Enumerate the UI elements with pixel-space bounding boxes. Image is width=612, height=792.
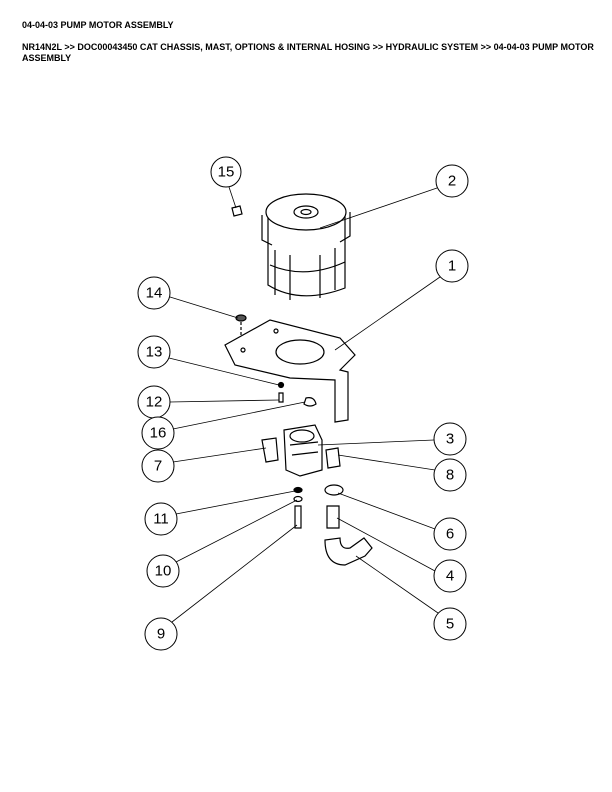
- callout-6: 6: [433, 517, 467, 551]
- bolt-drawing: [294, 505, 302, 529]
- callout-2: 2: [435, 164, 469, 198]
- svg-text:7: 7: [154, 458, 162, 475]
- callout-13: 13: [137, 335, 171, 369]
- hose-clamp-drawing: [324, 484, 344, 496]
- grommet-drawing: [235, 314, 247, 345]
- svg-text:5: 5: [446, 616, 454, 633]
- leader-lines: [168, 186, 441, 623]
- breadcrumb: NR14N2L >> DOC00043450 CAT CHASSIS, MAST…: [22, 42, 594, 63]
- svg-text:16: 16: [150, 425, 167, 442]
- page-title: 04-04-03 PUMP MOTOR ASSEMBLY: [22, 20, 174, 30]
- callout-14: 14: [137, 276, 171, 310]
- suction-hose-drawing: [324, 537, 373, 566]
- hydraulic-pump-drawing: [283, 424, 323, 477]
- svg-text:3: 3: [446, 431, 454, 448]
- callout-8: 8: [433, 458, 467, 492]
- fitting-right-drawing: [325, 447, 341, 469]
- parts-drawing: [224, 193, 373, 566]
- callout-10: 10: [146, 554, 180, 588]
- callout-5: 5: [433, 607, 467, 641]
- clip-drawing: [231, 205, 243, 217]
- svg-text:4: 4: [446, 568, 454, 585]
- svg-text:1: 1: [448, 258, 456, 275]
- callout-4: 4: [433, 559, 467, 593]
- svg-text:9: 9: [157, 626, 165, 643]
- callout-1: 1: [435, 249, 469, 283]
- pump-motor-drawing: [261, 193, 351, 300]
- svg-text:8: 8: [446, 467, 454, 484]
- svg-text:10: 10: [155, 563, 172, 580]
- svg-text:12: 12: [146, 394, 163, 411]
- adapter-drawing: [326, 505, 340, 529]
- callout-7: 7: [141, 449, 175, 483]
- mounting-bracket-drawing: [224, 319, 356, 423]
- svg-text:2: 2: [448, 173, 456, 190]
- callout-3: 3: [433, 422, 467, 456]
- svg-text:11: 11: [153, 511, 169, 528]
- callout-15: 15: [210, 156, 242, 188]
- svg-text:14: 14: [146, 285, 163, 302]
- svg-text:15: 15: [218, 164, 235, 181]
- fitting-left-drawing: [261, 437, 279, 463]
- svg-text:6: 6: [446, 526, 454, 543]
- callout-9: 9: [144, 617, 178, 651]
- callout-12: 12: [137, 385, 171, 419]
- screw-drawing: [278, 392, 284, 403]
- callout-16: 16: [141, 416, 175, 450]
- callout-11: 11: [144, 502, 178, 536]
- svg-text:13: 13: [146, 344, 163, 361]
- clamp-drawing: [303, 397, 317, 407]
